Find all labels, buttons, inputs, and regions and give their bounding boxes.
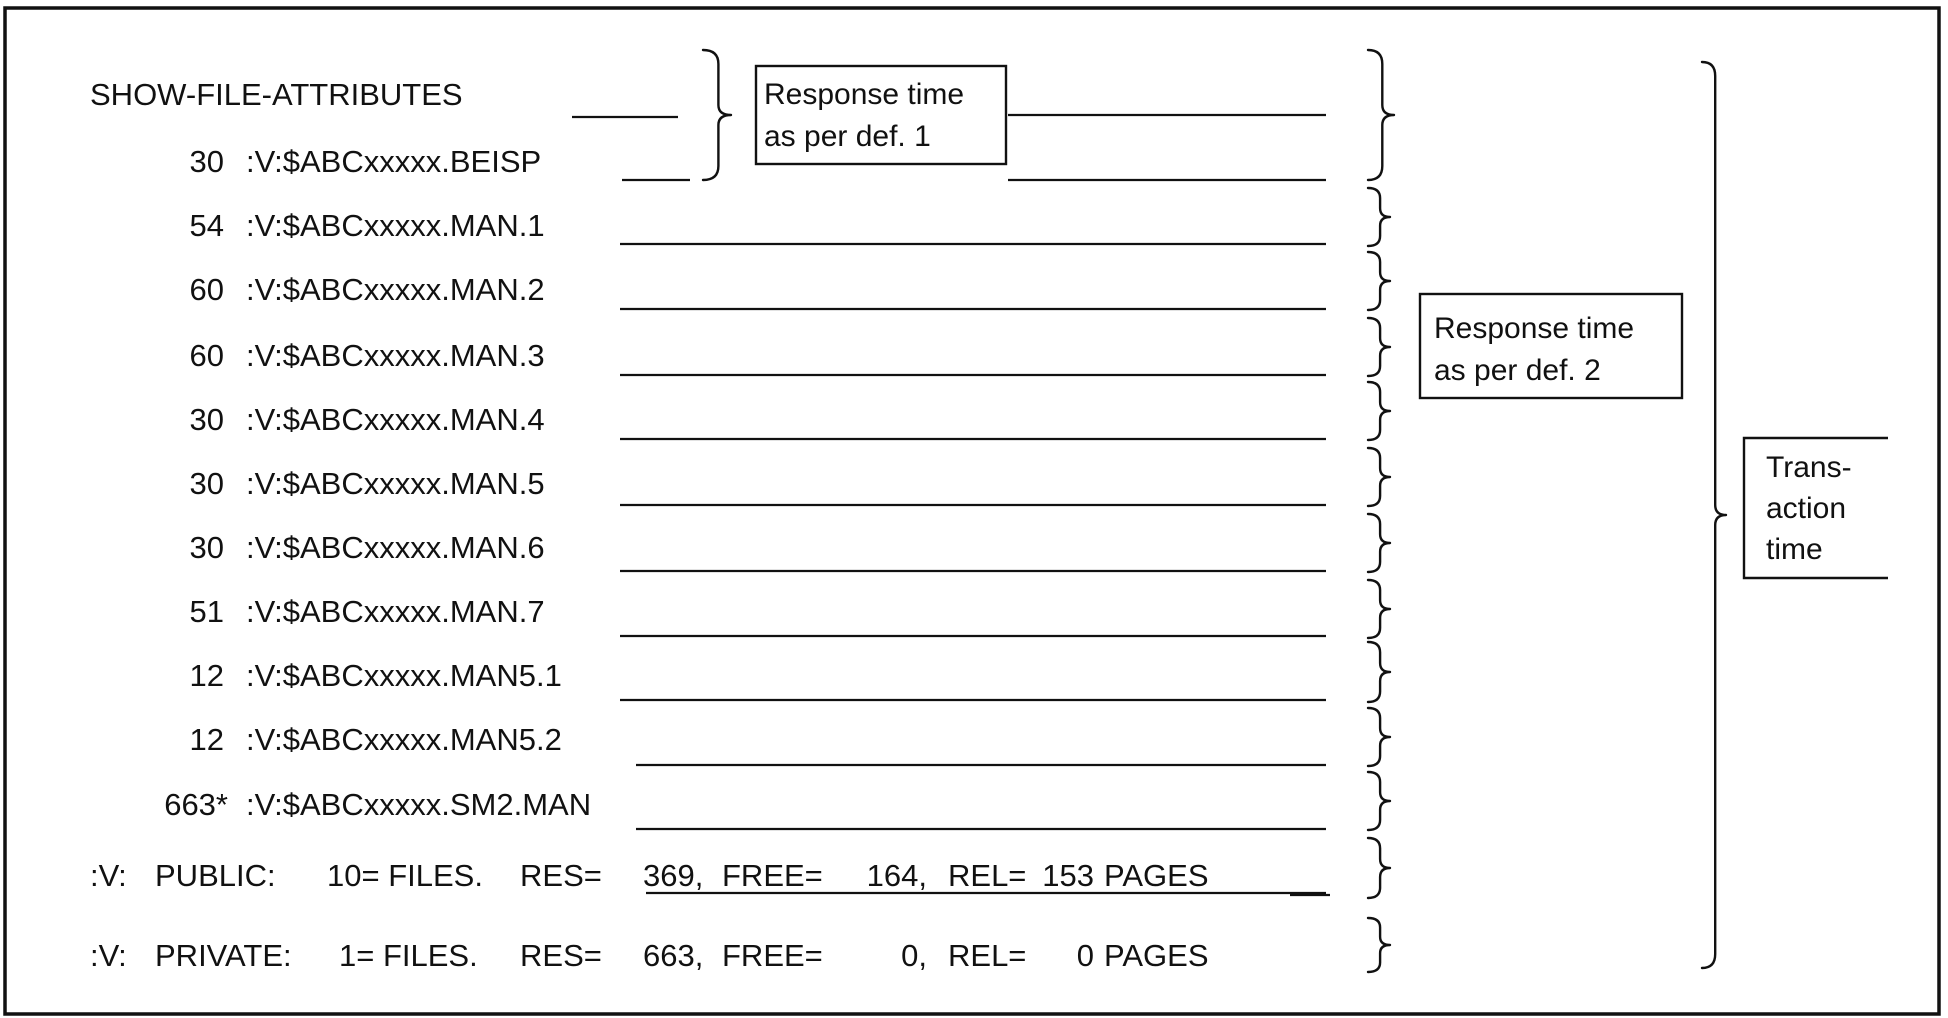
summary-free: 0,: [901, 938, 927, 973]
file-size: 12: [190, 658, 224, 693]
summary-volume: :V:: [90, 858, 127, 893]
file-name: :V:$ABCxxxxx.MAN.4: [246, 402, 545, 437]
file-name: :V:$ABCxxxxx.MAN5.1: [246, 658, 562, 693]
file-size: 30: [190, 144, 224, 179]
separator-rules: [572, 113, 1330, 897]
transaction-label-box: [1742, 436, 1888, 580]
summary-unit: PAGES: [1104, 938, 1209, 973]
summary-res: 369,: [643, 858, 703, 893]
summary-rel-label: REL=: [948, 858, 1026, 893]
brace-def2: [1366, 316, 1392, 378]
file-size: 12: [190, 722, 224, 757]
file-size: 60: [190, 338, 224, 373]
summary-count: 1= FILES.: [339, 938, 478, 973]
brace-def2: [1366, 512, 1392, 574]
summary-unit: PAGES: [1104, 858, 1209, 893]
file-size: 60: [190, 272, 224, 307]
file-listing: SHOW-FILE-ATTRIBUTES 30 :V:$ABCxxxxx.BEISP…: [90, 77, 1209, 973]
file-name: :V:$ABCxxxxx.BEISP: [246, 144, 541, 179]
outer-frame: [3, 6, 1941, 1016]
summary-free: 164,: [867, 858, 927, 893]
summary-rel: 0: [1077, 938, 1094, 973]
file-name: :V:$ABCxxxxx.MAN.5: [246, 466, 545, 501]
command-text: SHOW-FILE-ATTRIBUTES: [90, 77, 463, 112]
brace-def2: [1366, 916, 1392, 974]
summary-res-label: RES=: [520, 938, 602, 973]
summary-free-label: FREE=: [722, 938, 823, 973]
brace-def2: [1366, 706, 1392, 768]
summary-free-label: FREE=: [722, 858, 823, 893]
brace-def2: [1366, 578, 1392, 640]
file-size: 51: [190, 594, 224, 629]
brace-def1: [701, 48, 733, 182]
file-name: :V:$ABCxxxxx.SM2.MAN: [246, 787, 591, 822]
def1-label-text: Response time: [764, 78, 964, 111]
def1-label-text: as per def. 1: [764, 120, 931, 153]
brace-def2: [1366, 186, 1392, 248]
transaction-label-text: Trans-: [1766, 451, 1852, 484]
def1-label-box: [754, 64, 1008, 166]
brace-def2: [1366, 770, 1392, 832]
transaction-label-text: action: [1766, 492, 1846, 525]
file-name: :V:$ABCxxxxx.MAN.2: [246, 272, 545, 307]
summary-rel-label: REL=: [948, 938, 1026, 973]
brace-def2: [1366, 48, 1396, 182]
brace-transaction: [1700, 60, 1728, 970]
brace-def2: [1366, 640, 1392, 704]
brace-def2: [1366, 380, 1392, 442]
summary-pool: PUBLIC:: [155, 858, 276, 893]
file-name: :V:$ABCxxxxx.MAN.7: [246, 594, 545, 629]
summary-count: 10= FILES.: [327, 858, 483, 893]
file-size: 30: [190, 530, 224, 565]
def2-label-text: Response time: [1434, 312, 1634, 345]
summary-pool: PRIVATE:: [155, 938, 292, 973]
summary-rel: 153: [1042, 858, 1094, 893]
summary-res: 663,: [643, 938, 703, 973]
transaction-label-text: time: [1766, 533, 1823, 566]
brace-def2: [1366, 836, 1392, 900]
summary-res-label: RES=: [520, 858, 602, 893]
file-name: :V:$ABCxxxxx.MAN5.2: [246, 722, 562, 757]
file-size: 30: [190, 402, 224, 437]
def2-label-box: [1418, 292, 1684, 400]
file-size: 54: [190, 208, 224, 243]
summary-volume: :V:: [90, 938, 127, 973]
file-name: :V:$ABCxxxxx.MAN.3: [246, 338, 545, 373]
file-size: 663*: [164, 787, 228, 822]
brace-def2: [1366, 446, 1392, 508]
file-name: :V:$ABCxxxxx.MAN.6: [246, 530, 545, 565]
file-size: 30: [190, 466, 224, 501]
brace-def2: [1366, 250, 1392, 312]
response-braces: [701, 48, 1728, 974]
file-name: :V:$ABCxxxxx.MAN.1: [246, 208, 545, 243]
def2-label-text: as per def. 2: [1434, 354, 1601, 387]
time-labels: Response time as per def. 1 Response time a…: [754, 64, 1888, 580]
